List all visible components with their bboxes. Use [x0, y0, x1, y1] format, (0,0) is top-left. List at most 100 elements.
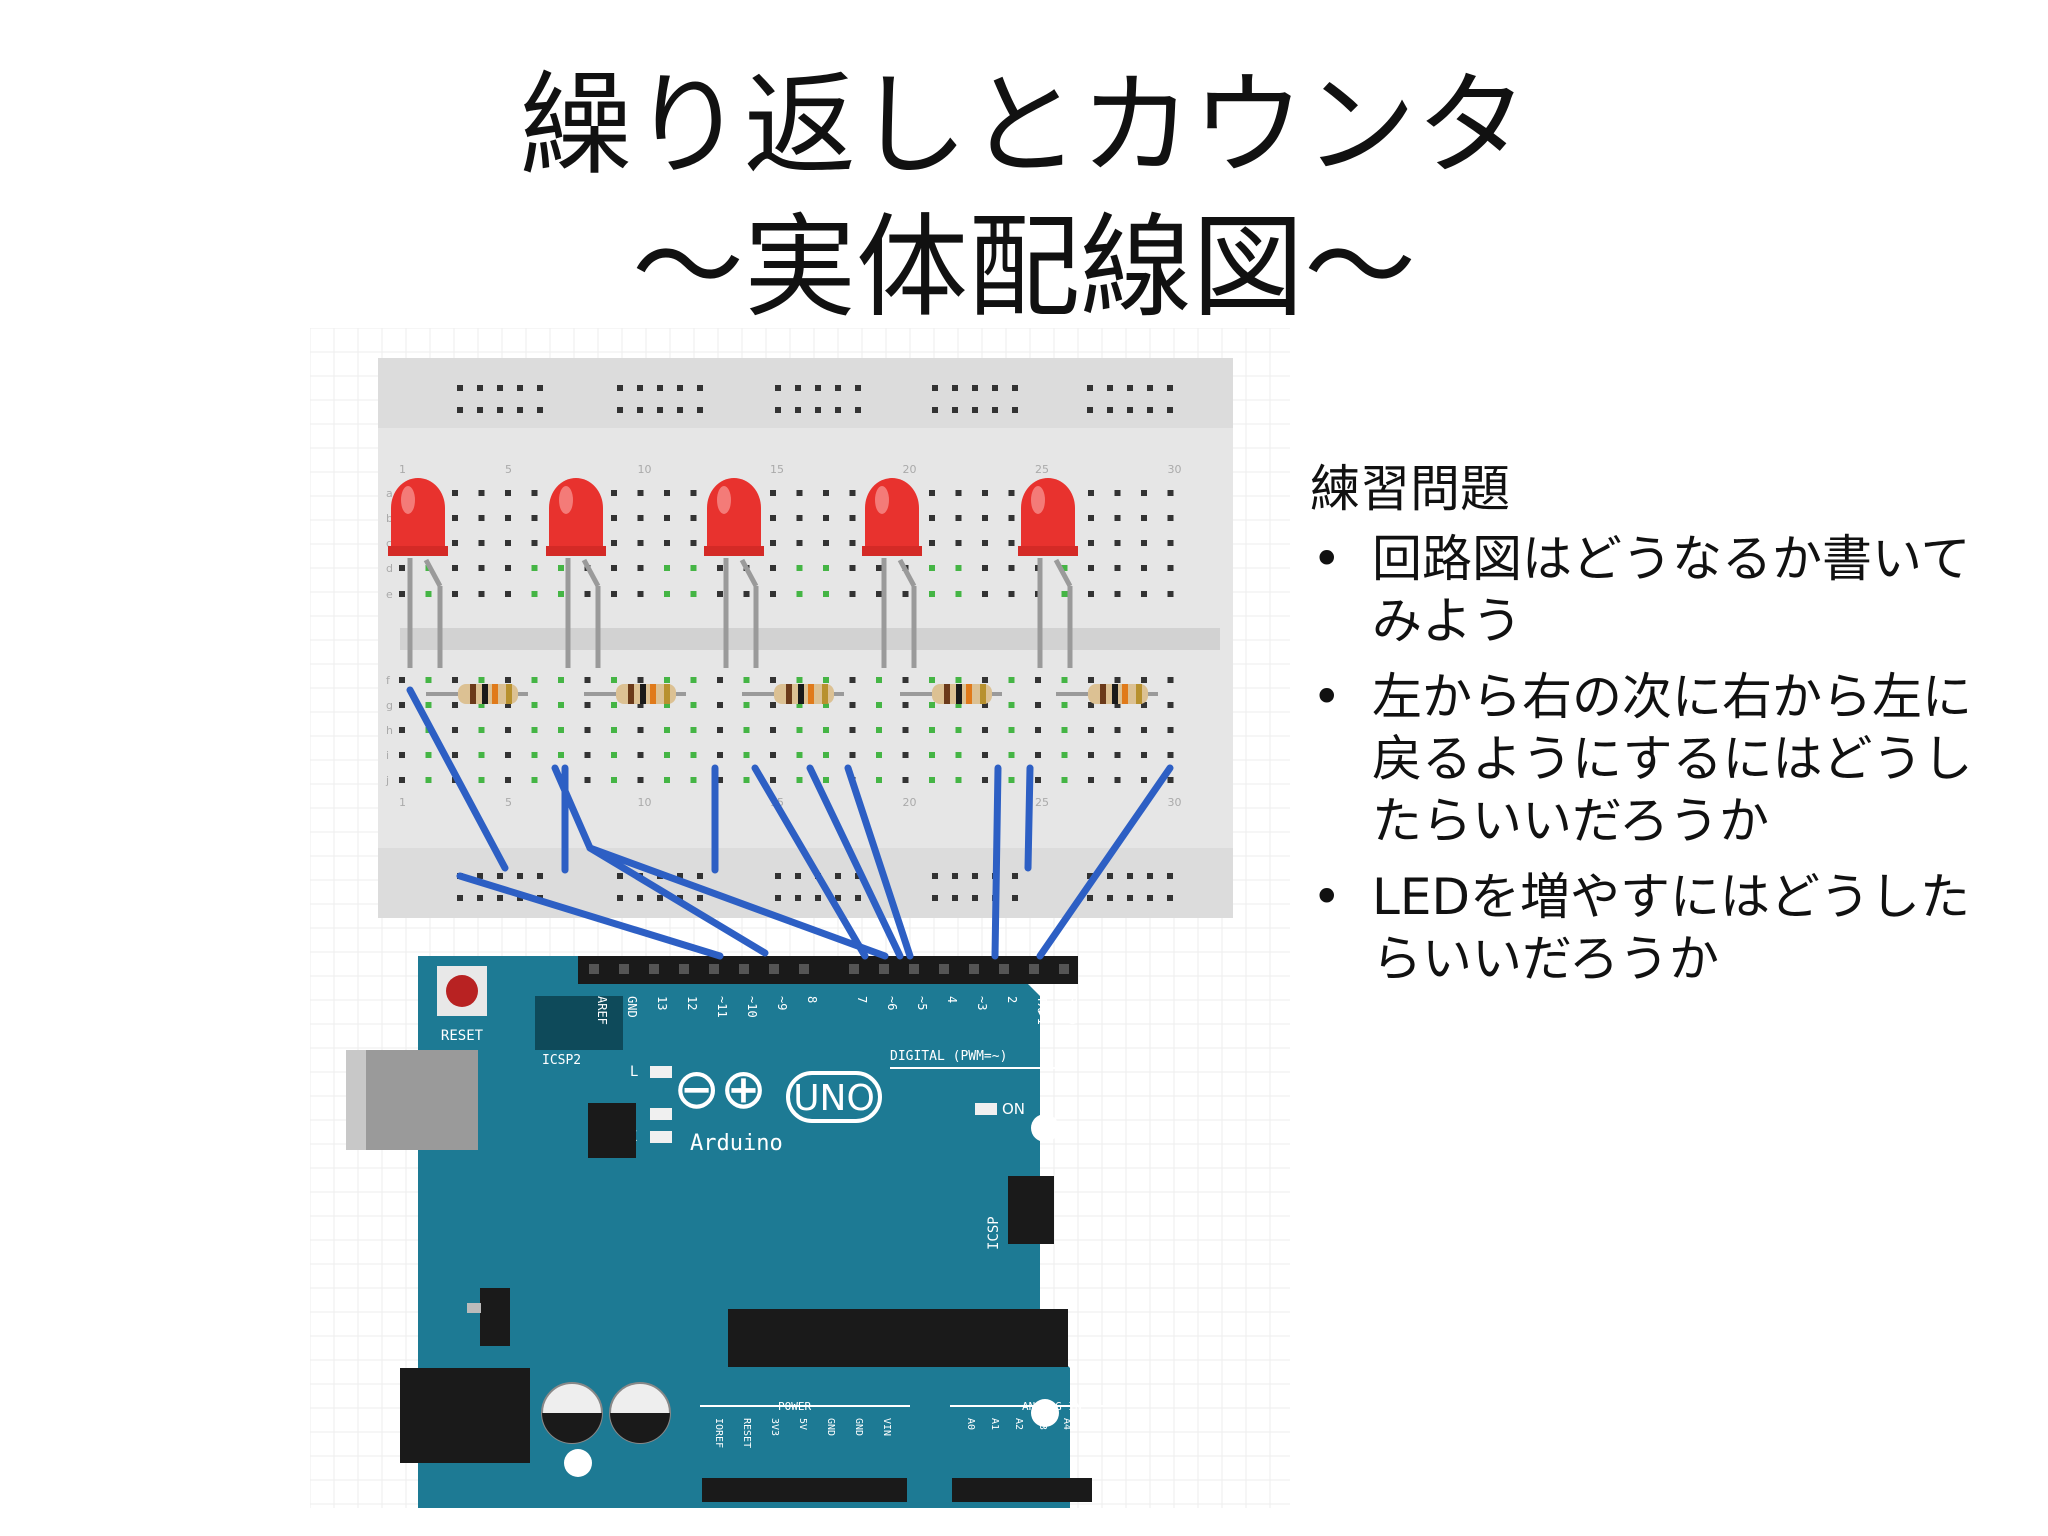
terminal-hole: [399, 727, 405, 733]
rail-hole: [1107, 385, 1113, 391]
mounting-hole-bottom-left: [564, 1449, 592, 1477]
rail-hole: [1087, 407, 1093, 413]
led-leg: [897, 558, 917, 588]
led-highlight: [875, 486, 889, 514]
rail-hole: [932, 407, 938, 413]
column-number-label: 5: [505, 796, 512, 809]
terminal-hole: [1008, 490, 1015, 496]
rail-hole: [855, 407, 861, 413]
terminal-hole: [955, 565, 962, 571]
terminal-hole: [478, 677, 485, 683]
digital-pin-label: AREF: [595, 996, 609, 1025]
terminal-hole: [1141, 727, 1147, 733]
terminal-hole: [955, 515, 962, 521]
led-rim: [546, 546, 606, 556]
led-rim: [388, 546, 448, 556]
terminal-hole: [478, 727, 485, 733]
usb-port-edge: [346, 1050, 366, 1150]
rail-hole: [657, 385, 663, 391]
column-number-label: 10: [638, 796, 652, 809]
rail-hole: [637, 407, 643, 413]
terminal-hole: [876, 677, 882, 683]
terminal-hole: [849, 677, 856, 683]
exercise-item-text: 左から右の次に右から左に戻るようにするにはどうしたらいいだろうか: [1372, 668, 1973, 850]
terminal-hole: [1141, 777, 1147, 783]
terminal-hole: [717, 702, 723, 708]
terminal-hole: [584, 702, 591, 708]
row-letter-label: g: [386, 699, 393, 712]
icsp2-header: [535, 996, 623, 1050]
terminal-hole: [611, 752, 617, 758]
rail-hole: [497, 873, 503, 879]
terminal-hole: [505, 702, 511, 708]
rail-hole: [537, 873, 543, 879]
terminal-hole: [1088, 490, 1094, 496]
terminal-hole: [902, 752, 909, 758]
rail-hole: [1127, 407, 1133, 413]
terminal-hole: [452, 490, 458, 496]
terminal-hole: [690, 777, 697, 783]
rail-hole: [517, 873, 523, 879]
rail-hole: [457, 895, 463, 901]
terminal-hole: [796, 540, 803, 546]
terminal-hole: [505, 490, 511, 496]
resistor-band: [650, 684, 656, 704]
terminal-hole: [690, 540, 697, 546]
led-highlight: [401, 486, 415, 514]
jumper-wires: [406, 686, 1174, 960]
terminal-hole: [982, 591, 988, 597]
rail-hole: [775, 873, 781, 879]
terminal-hole: [399, 777, 405, 783]
column-number-label: 25: [1035, 796, 1049, 809]
terminal-hole: [770, 752, 776, 758]
terminal-hole: [558, 565, 564, 571]
terminal-hole: [717, 677, 723, 683]
terminal-hole: [770, 565, 776, 571]
regulator-tab: [467, 1303, 481, 1313]
rail-hole: [835, 895, 841, 901]
terminal-hole: [1008, 777, 1015, 783]
led-leg: [739, 558, 759, 588]
terminal-hole: [823, 752, 829, 758]
terminal-hole: [796, 727, 803, 733]
terminal-hole: [452, 727, 458, 733]
digital-pin-label: ~11: [715, 996, 729, 1018]
led-rim: [704, 546, 764, 556]
terminal-hole: [1167, 702, 1174, 708]
terminal-hole: [1114, 702, 1121, 708]
column-number-label: 1: [399, 796, 406, 809]
jumper-wire: [456, 872, 724, 960]
exercise-panel: 練習問題 •回路図はどうなるか書いてみよう •左から右の次に右から左に戻るように…: [1310, 458, 2010, 1004]
terminal-hole: [929, 777, 935, 783]
rail-hole: [657, 407, 663, 413]
slide-title-line2: ～実体配線図～: [632, 203, 1416, 333]
rail-hole: [497, 407, 503, 413]
row-letter-label: e: [386, 588, 393, 601]
terminal-hole: [929, 591, 935, 597]
terminal-hole: [1141, 490, 1147, 496]
led-highlight: [717, 486, 731, 514]
terminal-hole: [955, 677, 962, 683]
header-pin: [1059, 964, 1069, 974]
terminal-hole: [452, 591, 458, 597]
terminal-hole: [1061, 702, 1068, 708]
power-pin-label: IOREF: [713, 1418, 724, 1448]
terminal-hole: [1114, 565, 1121, 571]
exercise-item: •左から右の次に右から左に戻るようにするにはどうしたらいいだろうか: [1310, 666, 2010, 852]
terminal-hole: [531, 752, 538, 758]
rail-hole: [835, 407, 841, 413]
terminal-hole: [770, 515, 776, 521]
terminal-hole: [1141, 591, 1147, 597]
digital-pin-label: GND: [625, 996, 639, 1018]
terminal-hole: [452, 677, 458, 683]
mounting-hole-top-right: [1031, 1114, 1059, 1142]
terminal-hole: [399, 677, 405, 683]
header-pin: [739, 964, 749, 974]
terminal-hole: [1061, 677, 1068, 683]
terminal-hole: [637, 777, 644, 783]
rail-hole: [617, 407, 623, 413]
rail-hole: [1127, 895, 1133, 901]
exercise-list: •回路図はどうなるか書いてみよう •左から右の次に右から左に戻るようにするにはど…: [1310, 528, 2010, 990]
rail-hole: [972, 895, 978, 901]
